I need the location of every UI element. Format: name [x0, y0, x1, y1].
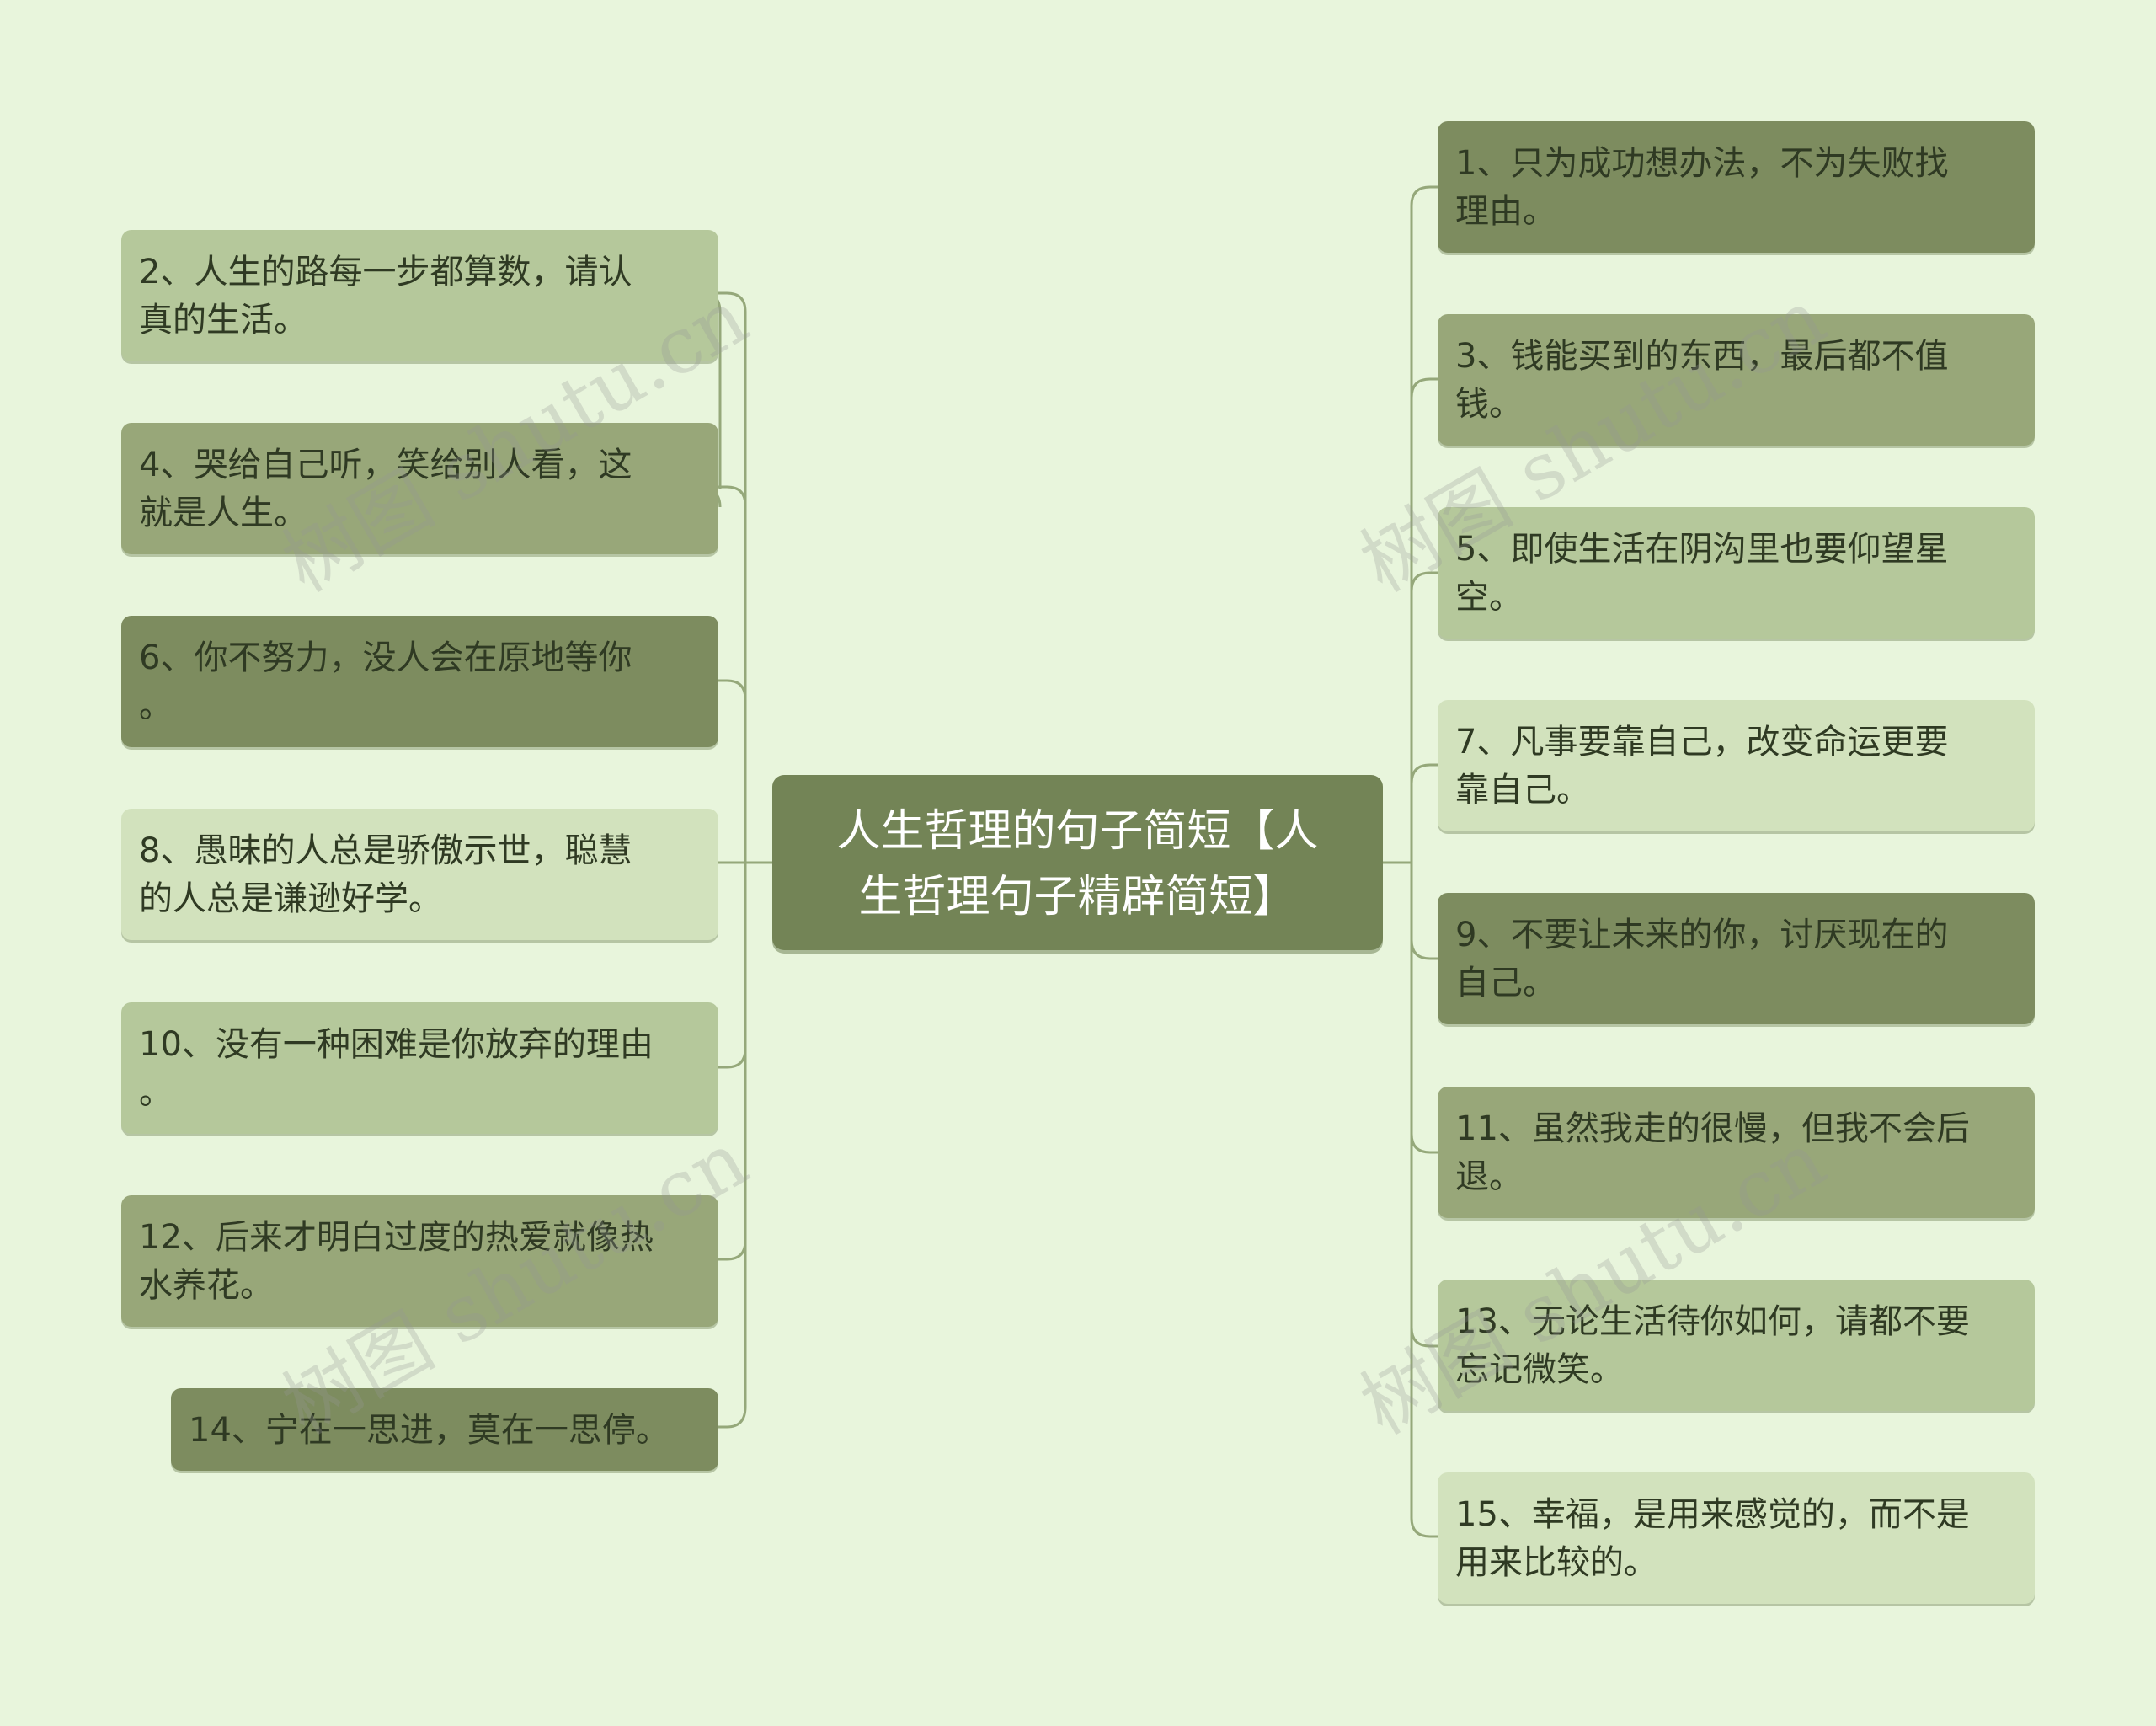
connector-left-trunk: [718, 291, 747, 1429]
connector-right-b3: [1410, 377, 1438, 398]
connector-right-b13: [1410, 1327, 1438, 1348]
connector-left-b10: [718, 1048, 747, 1069]
connector-right-b7: [1410, 763, 1438, 784]
right-node-5[interactable]: 5、即使生活在阴沟里也要仰望星 空。: [1438, 507, 2035, 639]
connector-left-b4: [718, 485, 747, 506]
connector-right-b9: [1410, 939, 1438, 960]
connector-left-b6: [718, 679, 747, 700]
left-node-6[interactable]: 6、你不努力，没人会在原地等你 。: [121, 616, 718, 747]
right-node-3[interactable]: 3、钱能买到的东西，最后都不值 钱。: [1438, 314, 2035, 446]
left-node-2[interactable]: 2、人生的路每一步都算数，请认 真的生活。: [121, 230, 718, 361]
right-node-7[interactable]: 7、凡事要靠自己，改变命运更要 靠自己。: [1438, 700, 2035, 831]
right-node-11[interactable]: 11、虽然我走的很慢，但我不会后 退。: [1438, 1087, 2035, 1218]
left-node-14[interactable]: 14、宁在一思进，莫在一思停。: [171, 1388, 718, 1471]
left-node-4[interactable]: 4、哭给自己听，笑给别人看，这 就是人生。: [121, 423, 718, 554]
right-node-15[interactable]: 15、幸福，是用来感觉的，而不是 用来比较的。: [1438, 1472, 2035, 1604]
right-node-13[interactable]: 13、无论生活待你如何，请都不要 忘记微笑。: [1438, 1280, 2035, 1411]
right-node-9[interactable]: 9、不要让未来的你，讨厌现在的 自己。: [1438, 893, 2035, 1024]
left-node-10[interactable]: 10、没有一种困难是你放弃的理由 。: [121, 1002, 718, 1134]
connector-right-b5: [1410, 571, 1438, 592]
connector-right-trunk: [1410, 185, 1438, 1538]
center-topic[interactable]: 人生哲理的句子简短【人 生哲理句子精辟简短】: [772, 775, 1383, 950]
connector-left-b12: [718, 1240, 747, 1261]
right-node-1[interactable]: 1、只为成功想办法，不为失败找 理由。: [1438, 121, 2035, 253]
left-node-8[interactable]: 8、愚昧的人总是骄傲示世，聪慧 的人总是谦逊好学。: [121, 809, 718, 940]
left-node-12[interactable]: 12、后来才明白过度的热爱就像热 水养花。: [121, 1195, 718, 1327]
connector-right-b11: [1410, 1133, 1438, 1154]
